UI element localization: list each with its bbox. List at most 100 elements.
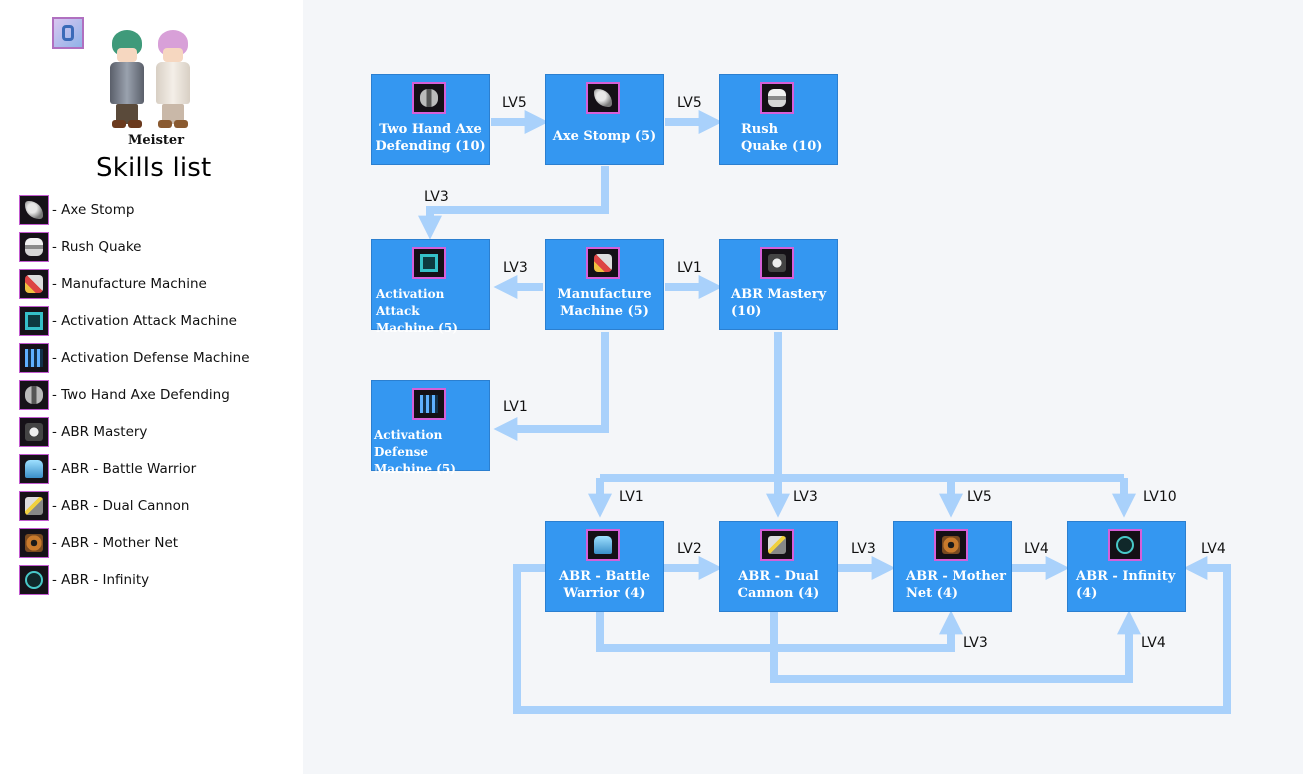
list-item: - Activation Attack Machine [19,302,250,339]
node-activation-attack-machine[interactable]: Activation Attack Machine (5) [371,239,490,335]
two-hand-axe-defending-icon [412,82,446,114]
connector-axe-stomp-to-activation-attack [418,166,609,240]
node-abr-battle-warrior[interactable]: ABR - Battle Warrior (4) [545,521,664,612]
level-label: LV10 [1143,489,1177,505]
node-label-line: (4) [1076,586,1098,601]
node-activation-defense-machine[interactable]: Activation Defense Machine (5) [371,380,490,476]
node-rush-quake[interactable]: Rush Quake (10) [719,74,838,165]
node-manufacture-machine[interactable]: Manufacture Machine (5) [545,239,664,330]
skill-label: - ABR - Infinity [52,571,150,588]
abr-mother-net-icon [934,529,968,561]
skill-label: - ABR - Battle Warrior [52,460,197,477]
list-item: - Rush Quake [19,228,250,265]
level-label: LV1 [677,260,702,276]
abr-mother-net-icon [19,527,49,558]
axe-stomp-icon [19,194,49,225]
job-name-label: Meister [128,133,185,148]
skill-label: - ABR - Dual Cannon [52,497,190,514]
level-label: LV3 [424,189,449,205]
node-label-line: ABR - Infinity [1076,569,1176,584]
abr-infinity-icon [19,564,49,595]
node-two-hand-axe-defending[interactable]: Two Hand Axe Defending (10) [371,74,490,165]
node-label-line: (10) [731,304,762,319]
skill-label: - Two Hand Axe Defending [52,386,230,403]
level-label: LV5 [677,95,702,111]
connector-mastery-bus [600,332,1124,482]
node-label-line: Rush [741,122,779,137]
node-label: ABR - Mother Net (4) [894,568,1011,602]
abr-mastery-icon [760,247,794,279]
list-item: - Two Hand Axe Defending [19,376,250,413]
activation-attack-machine-icon [19,305,49,336]
list-item: - Activation Defense Machine [19,339,250,376]
node-label: ABR Mastery (10) [720,286,837,320]
node-label: ABR - Dual Cannon (4) [720,568,837,602]
node-label-line: Defending (10) [375,139,486,154]
skills-sidebar: Meister Skills list - Axe Stomp - Rush Q… [0,0,303,774]
abr-mastery-icon [19,416,49,447]
level-label: LV4 [1141,635,1166,651]
level-label: LV3 [963,635,988,651]
node-label: Manufacture Machine (5) [546,286,663,320]
node-abr-dual-cannon[interactable]: ABR - Dual Cannon (4) [719,521,838,612]
node-label-line: Activation Attack [376,287,445,318]
node-label-line: Activation Defense [374,428,443,459]
level-label: LV4 [1024,541,1049,557]
level-label: LV2 [677,541,702,557]
node-label: Two Hand Axe Defending (10) [372,121,489,155]
manufacture-machine-icon [19,268,49,299]
male-character-sprite [104,30,148,130]
node-label: ABR - Infinity (4) [1068,568,1185,602]
node-label-line: Net (4) [906,586,959,601]
abr-dual-cannon-icon [760,529,794,561]
skill-list: - Axe Stomp - Rush Quake - Manufacture M… [19,191,250,598]
connector-manufacture-to-activation-defense [493,332,609,441]
level-label: LV3 [851,541,876,557]
node-abr-mother-net[interactable]: ABR - Mother Net (4) [893,521,1012,612]
node-label-line: Machine (5) [374,462,456,476]
node-label: ABR - Battle Warrior (4) [546,568,663,602]
node-label-line: Warrior (4) [563,586,646,601]
level-label: LV5 [967,489,992,505]
node-label-line: Two Hand Axe [379,122,482,137]
activation-defense-machine-icon [19,342,49,373]
rush-quake-icon [19,231,49,262]
node-axe-stomp[interactable]: Axe Stomp (5) [545,74,664,165]
node-label-line: ABR - Dual [738,569,819,584]
node-label: Axe Stomp (5) [546,128,663,145]
skill-tree-diagram: LV5 LV5 LV3 LV3 LV1 LV1 LV1 LV3 LV5 LV10… [303,0,1303,774]
level-label: LV3 [503,260,528,276]
abr-dual-cannon-icon [19,490,49,521]
two-hand-axe-defending-icon [19,379,49,410]
connector-battle-warrior-to-infinity [513,556,1231,714]
node-label-line: Manufacture [557,287,652,302]
level-label: LV1 [503,399,528,415]
level-label: LV1 [619,489,644,505]
abr-battle-warrior-icon [586,529,620,561]
axe-stomp-icon [586,82,620,114]
node-label-line: ABR Mastery [731,287,827,302]
node-label-line: Cannon (4) [737,586,820,601]
node-label-line: Quake (10) [741,139,823,154]
node-label-line: Axe Stomp (5) [552,129,657,144]
list-item: - ABR Mastery [19,413,250,450]
connector-dual-cannon-to-infinity [770,610,1141,683]
node-label: Activation Defense Machine (5) [372,427,489,478]
list-item: - ABR - Battle Warrior [19,450,250,487]
node-abr-mastery[interactable]: ABR Mastery (10) [719,239,838,330]
node-label: Activation Attack Machine (5) [372,286,489,337]
meister-job-icon [52,17,84,49]
skill-label: - Activation Defense Machine [52,349,250,366]
level-label: LV4 [1201,541,1226,557]
skill-label: - Manufacture Machine [52,275,207,292]
list-item: - ABR - Dual Cannon [19,487,250,524]
skill-label: - Rush Quake [52,238,142,255]
node-label-line: Machine (5) [560,304,649,319]
list-item: - Manufacture Machine [19,265,250,302]
level-label: LV3 [793,489,818,505]
level-label: LV5 [502,95,527,111]
skill-label: - Activation Attack Machine [52,312,237,329]
node-abr-infinity[interactable]: ABR - Infinity (4) [1067,521,1186,612]
activation-attack-machine-icon [412,247,446,279]
skill-label: - ABR - Mother Net [52,534,179,551]
